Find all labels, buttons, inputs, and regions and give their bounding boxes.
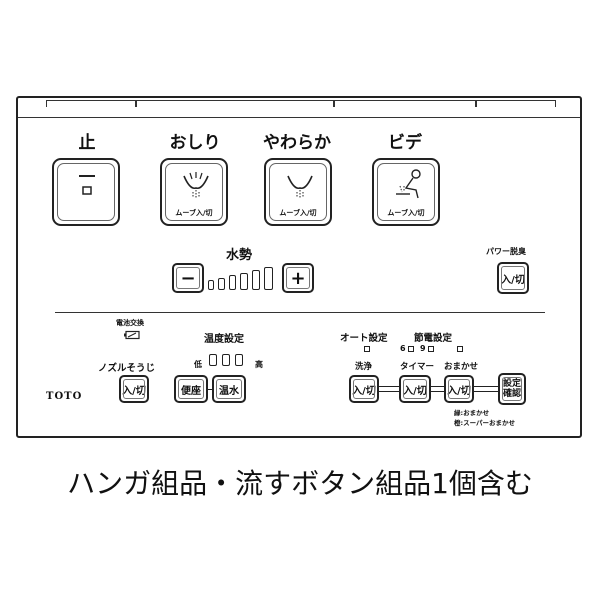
water-level-indicator: [208, 280, 214, 290]
bidet-button[interactable]: ムーブ入/切: [372, 158, 440, 226]
temperature-indicator: [209, 354, 217, 366]
temperature-setting-label: 温度設定: [204, 334, 244, 345]
nozzle-clean-label: ノズルそうじ: [98, 363, 156, 374]
soft-wash-title: やわらか: [263, 133, 331, 153]
power-deodorize-button[interactable]: 入/切: [497, 262, 529, 294]
setting-confirm-button-label: 設定 確認: [502, 379, 521, 399]
plus-icon: +: [290, 267, 306, 289]
bidet-move-label: ムーブ入/切: [387, 209, 425, 217]
omakase-lamp: [457, 346, 463, 352]
water-level-indicator: [218, 278, 225, 290]
stop-icon: [79, 175, 95, 195]
water-pressure-minus-button[interactable]: −: [172, 263, 204, 293]
omakase-green-note: 緑:おまかせ: [454, 409, 490, 417]
water-level-indicator: [264, 267, 273, 290]
connector-line: [379, 391, 399, 392]
top-divider: [18, 117, 580, 118]
water-level-indicator: [229, 275, 236, 290]
battery-icon: [124, 330, 140, 340]
auto-wash-button[interactable]: 入/切: [349, 375, 379, 403]
bidet-icon: [396, 169, 421, 199]
soft-wash-button[interactable]: ムーブ入/切: [264, 158, 332, 226]
bidet-title: ビデ: [388, 133, 422, 153]
auto-wash-button-label: 入/切: [352, 385, 376, 397]
water-level-indicator: [240, 273, 248, 290]
water-pressure-label: 水勢: [226, 248, 253, 263]
connector-line: [474, 386, 498, 387]
section-divider: [55, 312, 545, 313]
rear-wash-button[interactable]: ムーブ入/切: [160, 158, 228, 226]
timer-9h-label: 9: [420, 344, 426, 353]
temperature-indicator: [235, 354, 243, 366]
water-temperature-button[interactable]: 温水: [212, 375, 246, 403]
soft-wash-icon: [287, 175, 313, 198]
stop-button[interactable]: [52, 158, 120, 226]
water-level-indicator: [252, 270, 260, 290]
nozzle-clean-button[interactable]: 入/切: [119, 375, 149, 403]
omakase-button-label: 入/切: [447, 385, 471, 397]
hanger-tab-center-left: [136, 100, 334, 107]
power-deodorize-label: パワー脱臭: [486, 247, 526, 256]
nozzle-clean-button-label: 入/切: [122, 385, 146, 397]
power-deodorize-button-label: 入/切: [501, 274, 525, 286]
connector-line: [431, 391, 444, 392]
soft-wash-move-label: ムーブ入/切: [279, 209, 317, 217]
hanger-tab-center-right: [334, 100, 476, 107]
water-pressure-plus-button[interactable]: +: [282, 263, 314, 293]
water-temperature-button-label: 温水: [219, 385, 239, 397]
auto-setting-lamp: [364, 346, 370, 352]
setting-confirm-button[interactable]: 設定 確認: [498, 373, 526, 405]
connector-line: [207, 389, 213, 390]
hanger-tab-right: [476, 100, 556, 107]
rear-wash-move-label: ムーブ入/切: [175, 209, 213, 217]
temperature-indicator: [222, 354, 230, 366]
auto-setting-label: オート設定: [340, 333, 388, 344]
timer-button-label: 入/切: [403, 385, 427, 397]
minus-icon: −: [180, 267, 196, 289]
temperature-low-label: 低: [194, 360, 202, 369]
stop-title: 止: [78, 133, 96, 153]
seat-temperature-button-label: 便座: [181, 385, 201, 397]
timer-button[interactable]: 入/切: [399, 375, 431, 403]
omakase-button[interactable]: 入/切: [444, 375, 474, 403]
timer-6h-label: 6: [400, 344, 406, 353]
battery-change-label: 電池交換: [116, 319, 144, 327]
hanger-tab-left: [46, 100, 136, 107]
connector-line: [474, 391, 498, 392]
wash-label: 洗浄: [355, 362, 373, 372]
product-caption: ハンガ組品・流すボタン組品1個含む: [67, 467, 533, 500]
omakase-orange-note: 橙:スーパーおまかせ: [454, 419, 516, 427]
seat-temperature-button[interactable]: 便座: [174, 375, 208, 403]
omakase-label: おまかせ: [444, 362, 479, 372]
brand-logo: TOTO: [46, 391, 83, 402]
rear-wash-icon: [183, 172, 209, 198]
power-saving-setting-label: 節電設定: [414, 333, 453, 344]
timer-9h-lamp: [428, 346, 434, 352]
timer-6h-lamp: [408, 346, 414, 352]
rear-wash-title: おしり: [169, 133, 221, 153]
connector-line: [379, 386, 399, 387]
temperature-high-label: 高: [255, 360, 263, 369]
connector-line: [431, 386, 444, 387]
timer-label: タイマー: [400, 362, 435, 372]
